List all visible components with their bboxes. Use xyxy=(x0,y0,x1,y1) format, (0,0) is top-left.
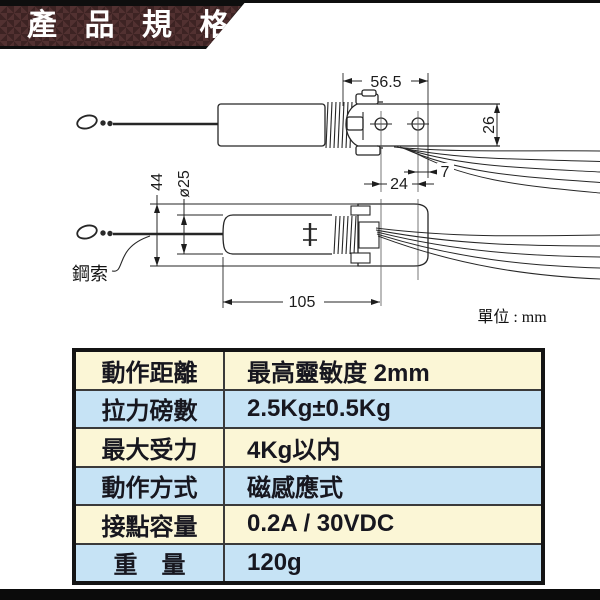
page-title: 產 品 規 格 xyxy=(27,9,240,42)
cable-label-leader xyxy=(111,235,151,272)
dim-hole-offset-label: 7 xyxy=(441,164,450,181)
dim-body-length-label: 105 xyxy=(289,294,316,311)
banner-diamond-pattern xyxy=(0,6,241,46)
plug-detail xyxy=(303,223,317,246)
unit-label: 單位 : mm xyxy=(477,308,547,326)
spec-value: 磁感應式 xyxy=(247,475,343,503)
header-banner: 產 品 規 格 xyxy=(0,0,247,49)
bracket-side xyxy=(357,203,429,267)
spring-side xyxy=(333,215,357,255)
spec-label: 最大受力 xyxy=(76,429,225,466)
sensor-body-side xyxy=(222,214,332,255)
spec-value: 4Kg以内 xyxy=(247,436,341,464)
table-row: 重 量 120g xyxy=(76,542,541,581)
spec-label: 動作距離 xyxy=(76,352,225,389)
dim-diameter-label: ø25 xyxy=(176,170,193,198)
spec-label: 接點容量 xyxy=(76,506,225,543)
top-border-bar xyxy=(0,0,600,3)
dim-top-width-label: 56.5 xyxy=(370,74,401,91)
dim-bracket-height-label: 44 xyxy=(149,173,166,191)
cable-label: 鋼索 xyxy=(72,264,108,284)
spec-table: 動作距離 最高靈敏度 2mm 拉力磅數 2.5Kg±0.5Kg 最大受力 4Kg… xyxy=(72,348,545,585)
wires-top xyxy=(393,146,600,194)
cable-loop xyxy=(76,224,98,240)
technical-drawing: 56.5 26 7 24 44 ø25 105 鋼索 單位 : mm xyxy=(72,72,600,326)
table-row: 動作距離 最高靈敏度 2mm xyxy=(76,352,541,389)
table-row: 拉力磅數 2.5Kg±0.5Kg xyxy=(76,388,541,427)
dimension-lines xyxy=(154,73,500,308)
cable-loop xyxy=(76,114,98,130)
table-row: 動作方式 磁感應式 xyxy=(76,465,541,504)
dim-plate-height-label: 26 xyxy=(481,116,498,134)
spec-label: 拉力磅數 xyxy=(76,390,225,427)
spec-label: 動作方式 xyxy=(76,467,225,504)
dim-hole-spacing-label: 24 xyxy=(390,176,408,193)
table-row: 最大受力 4Kg以内 xyxy=(76,427,541,466)
spec-value: 0.2A / 30VDC xyxy=(247,510,395,538)
spec-value: 2.5Kg±0.5Kg xyxy=(247,394,391,422)
spec-value: 120g xyxy=(247,548,302,576)
top-view xyxy=(76,89,600,194)
sensor-body-top xyxy=(217,103,326,147)
spec-label: 重 量 xyxy=(76,544,225,581)
table-row: 接點容量 0.2A / 30VDC xyxy=(76,504,541,543)
spec-value: 最高靈敏度 2mm xyxy=(247,359,430,387)
side-view xyxy=(76,199,600,306)
bottom-border-bar xyxy=(0,589,600,600)
wires-side xyxy=(375,227,600,280)
